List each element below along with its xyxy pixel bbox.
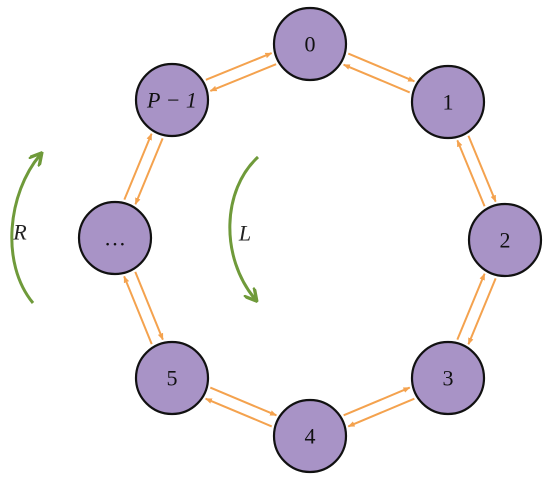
edge-n4-to-n3: [343, 386, 411, 417]
node-ellipsis-label: …: [104, 226, 126, 251]
node-ellipsis: …: [77, 200, 153, 276]
node-1-label: 1: [443, 90, 454, 115]
edge-n2-to-n1: [456, 139, 486, 207]
node-5: 5: [134, 340, 210, 416]
edges-group: [123, 52, 497, 428]
rotation-left-arrow: [228, 155, 260, 299]
edge-n3-to-n4: [347, 397, 415, 428]
edge-np1-to-ndots: [134, 137, 164, 205]
node-p-minus-1-label: P − 1: [146, 88, 197, 113]
rotation-right-arrow: [10, 155, 40, 304]
edge-n1-to-n2: [467, 135, 497, 203]
node-p-minus-1: P − 1: [134, 62, 210, 138]
node-2: 2: [467, 202, 543, 278]
edge-n0-to-np1: [209, 63, 277, 92]
edge-ndots-to-np1: [123, 133, 153, 201]
node-5-label: 5: [167, 366, 178, 391]
rotation-left-label: L: [238, 221, 251, 246]
edge-n1-to-n0: [342, 63, 411, 94]
node-2-label: 2: [500, 228, 511, 253]
node-4-label: 4: [305, 424, 316, 449]
edge-np1-to-n0: [205, 52, 273, 81]
node-1: 1: [410, 64, 486, 140]
edge-n5-to-n4: [209, 386, 278, 417]
edge-ndots-to-n5: [134, 271, 164, 341]
node-0-label: 0: [305, 32, 316, 57]
node-3-label: 3: [443, 366, 454, 391]
edge-n0-to-n1: [347, 52, 416, 83]
edge-n4-to-n5: [204, 397, 273, 428]
node-3: 3: [410, 340, 486, 416]
rotation-right-label: R: [12, 220, 27, 245]
node-0: 0: [272, 6, 348, 82]
edge-n2-to-n3: [467, 277, 497, 345]
edge-n3-to-n2: [456, 273, 486, 341]
node-4: 4: [272, 398, 348, 474]
edge-n5-to-ndots: [123, 275, 153, 345]
nodes-group: 0 1 2 3 4 5 … P − 1: [77, 6, 543, 474]
